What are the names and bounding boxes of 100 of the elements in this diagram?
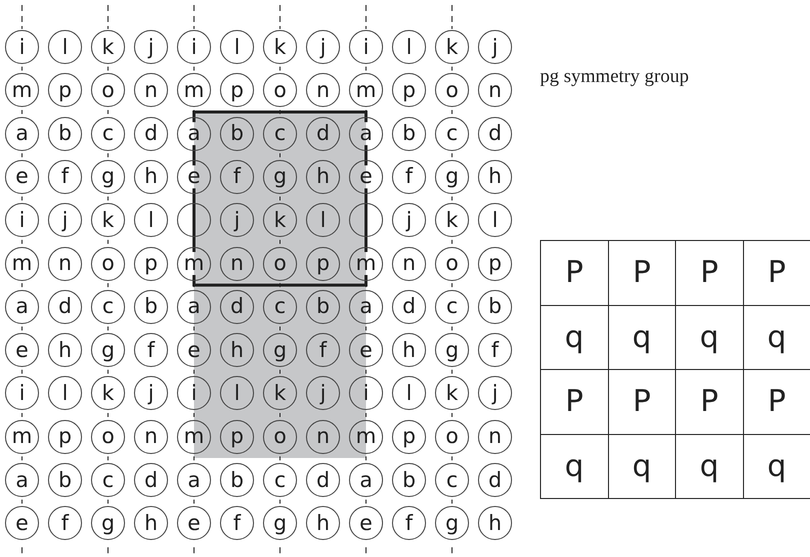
- letter-circle: l: [392, 30, 426, 64]
- letter-circle: c: [91, 290, 125, 324]
- letter-circle: f: [48, 160, 82, 194]
- letter-circle: k: [435, 376, 469, 410]
- glyph-cell: q: [540, 434, 608, 499]
- letter-circle: j: [306, 30, 340, 64]
- letter-circle: j: [220, 203, 254, 238]
- letter-circle: l: [48, 30, 82, 64]
- letter-circle: e: [177, 506, 211, 540]
- letter-circle: o: [91, 246, 125, 280]
- empty-circle: [349, 203, 383, 238]
- letter-circle: d: [220, 290, 254, 324]
- letter-circle: j: [134, 30, 168, 64]
- letter-circle: m: [349, 73, 383, 108]
- letter-circle: a: [5, 116, 39, 151]
- letter-circle: m: [177, 246, 211, 280]
- letter-circle: k: [435, 203, 469, 238]
- letter-circle: b: [392, 463, 426, 497]
- letter-circle: a: [177, 290, 211, 324]
- letter-circle: h: [478, 160, 512, 194]
- letter-circle: c: [435, 116, 469, 151]
- letter-circle: i: [5, 30, 39, 64]
- letter-circle: n: [392, 246, 426, 280]
- letter-circle: o: [263, 246, 297, 280]
- letter-circle: c: [435, 463, 469, 497]
- letter-circle: m: [349, 246, 383, 280]
- letter-circle: h: [478, 506, 512, 540]
- letter-circle: l: [478, 203, 512, 238]
- letter-circle: d: [478, 463, 512, 497]
- letter-circle: f: [478, 333, 512, 368]
- letter-circle: h: [134, 506, 168, 540]
- letter-circle: j: [478, 30, 512, 64]
- letter-circle: l: [134, 203, 168, 238]
- letter-circle: p: [48, 73, 82, 108]
- letter-circle: b: [48, 116, 82, 151]
- letter-circle: i: [177, 376, 211, 410]
- letter-circle: k: [91, 203, 125, 238]
- letter-circle: n: [134, 73, 168, 108]
- letter-circle: c: [263, 463, 297, 497]
- letter-circle: k: [263, 203, 297, 238]
- letter-circle: e: [177, 160, 211, 194]
- letter-circle: a: [349, 116, 383, 151]
- letter-circle: e: [349, 506, 383, 540]
- letter-circle: l: [306, 203, 340, 238]
- empty-circle: [177, 203, 211, 238]
- letter-circle: b: [220, 116, 254, 151]
- letter-circle: b: [392, 116, 426, 151]
- letter-circle: e: [5, 160, 39, 194]
- letter-circle: i: [177, 30, 211, 64]
- letter-circle: d: [392, 290, 426, 324]
- letter-circle: k: [91, 376, 125, 410]
- letter-circle: f: [220, 160, 254, 194]
- letter-circle: m: [5, 420, 39, 454]
- letter-circle: n: [306, 420, 340, 454]
- letter-circle: b: [220, 463, 254, 497]
- letter-circle: h: [220, 333, 254, 368]
- letter-circle: n: [48, 246, 82, 280]
- letter-circle: d: [478, 116, 512, 151]
- letter-circle: h: [306, 506, 340, 540]
- letter-circle: i: [349, 30, 383, 64]
- letter-circle: f: [392, 506, 426, 540]
- letter-circle: o: [91, 73, 125, 108]
- letter-circle: l: [48, 376, 82, 410]
- letter-circle: g: [435, 333, 469, 368]
- title: pg symmetry group: [540, 66, 689, 88]
- letter-circle: f: [220, 506, 254, 540]
- letter-circle: p: [392, 73, 426, 108]
- letter-circle: a: [177, 116, 211, 151]
- letter-circle: l: [392, 376, 426, 410]
- letter-circle: c: [435, 290, 469, 324]
- letter-circle: g: [91, 160, 125, 194]
- letter-circle: j: [48, 203, 82, 238]
- letter-circle: m: [177, 420, 211, 454]
- letter-circle: f: [48, 506, 82, 540]
- letter-circle: d: [306, 116, 340, 151]
- letter-circle: m: [349, 420, 383, 454]
- letter-circle: o: [263, 73, 297, 108]
- letter-circle: b: [48, 463, 82, 497]
- letter-circle: c: [91, 116, 125, 151]
- letter-circle: g: [435, 506, 469, 540]
- letter-circle: e: [5, 506, 39, 540]
- letter-circle: j: [134, 376, 168, 410]
- letter-circle: m: [5, 246, 39, 280]
- letter-circle: h: [48, 333, 82, 368]
- letter-circle: l: [220, 376, 254, 410]
- letter-circle: c: [263, 290, 297, 324]
- letter-circle: b: [134, 290, 168, 324]
- letter-circle: i: [349, 376, 383, 410]
- letter-circle: e: [349, 333, 383, 368]
- letter-circle: c: [263, 116, 297, 151]
- letter-circle: g: [91, 506, 125, 540]
- letter-circle: a: [5, 290, 39, 324]
- letter-circle: o: [435, 246, 469, 280]
- letter-circle: p: [392, 420, 426, 454]
- letter-circle: d: [48, 290, 82, 324]
- glyph-cell: P: [540, 240, 608, 306]
- letter-circle: e: [5, 333, 39, 368]
- letter-circle: g: [263, 506, 297, 540]
- letter-circle: a: [349, 290, 383, 324]
- letter-circle: o: [435, 73, 469, 108]
